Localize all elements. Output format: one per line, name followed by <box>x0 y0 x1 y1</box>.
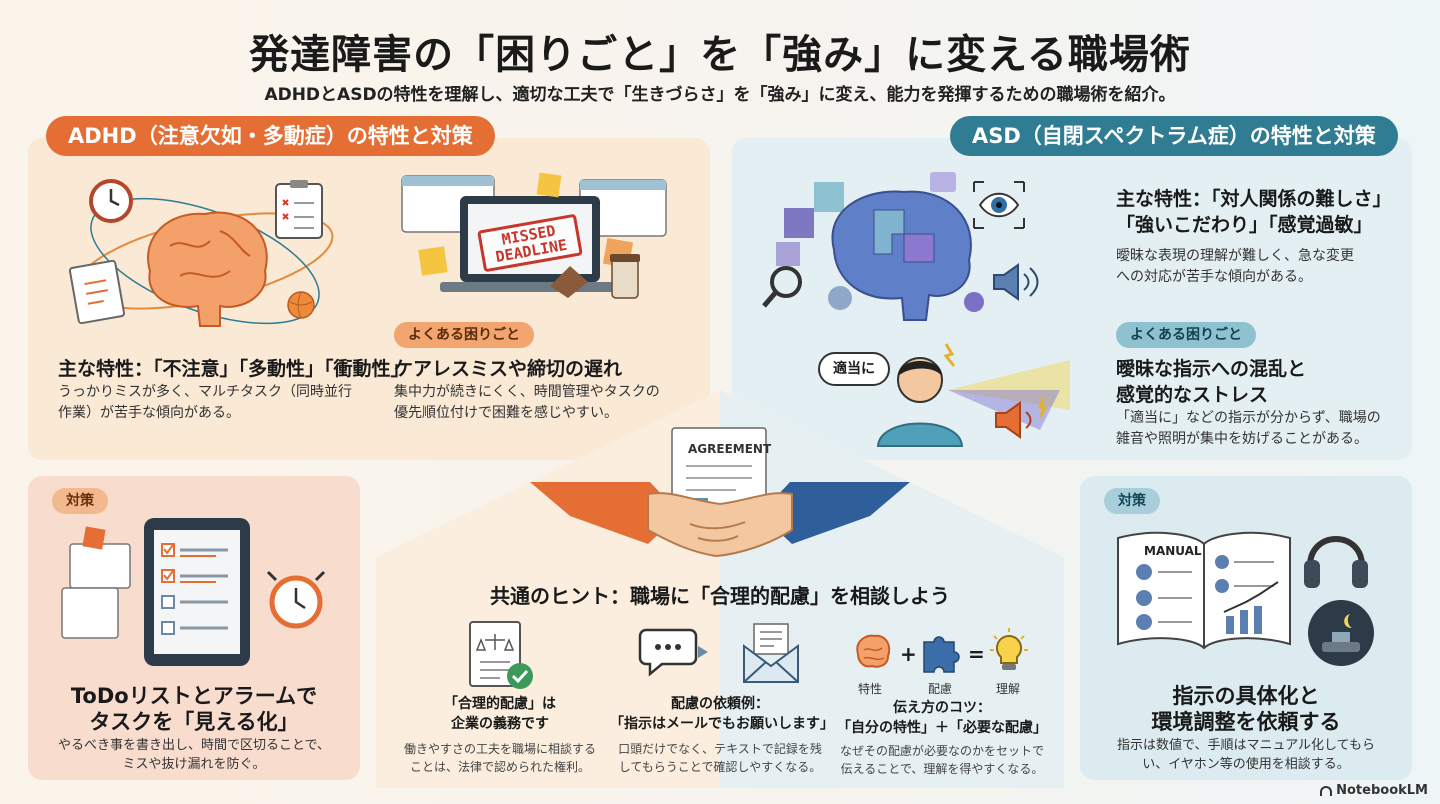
asd-measure-body-1: 指示は数値で、手順はマニュアル化してもら <box>1116 738 1376 753</box>
adhd-problem-body-1: 集中力が続きにくく、時間管理やタスクの <box>394 384 660 400</box>
asd-problem-title-2: 感覚的なストレス <box>1116 384 1269 406</box>
loud-speaker-icon <box>995 397 1048 439</box>
asd-trait-title-1: 主な特性：「対人関係の難しさ」 <box>1116 188 1392 210</box>
label-trait: 特性 <box>858 682 883 696</box>
legal-document-icon <box>469 621 533 689</box>
tip1-title-2: 企業の義務です <box>451 716 549 732</box>
common-heading: 共通のヒント：職場に「合理的配慮」を相談しよう <box>490 584 950 608</box>
asd-trait-body-2: への対応が苦手な傾向がある。 <box>1116 269 1312 285</box>
quiet-room-icon <box>1308 600 1374 666</box>
adhd-measure-badge: 対策 <box>52 488 108 514</box>
email-icon <box>743 623 799 683</box>
tip2-title-2: 「指示はメールでもお願いします」 <box>610 716 834 732</box>
asd-measure-body-2: い、イヤホン等の使用を相談する。 <box>1142 757 1350 772</box>
adhd-measure-body-2: ミスや抜け漏れを防ぐ。 <box>122 757 266 772</box>
adhd-measure-title-1: ToDoリストとアラームで <box>70 684 318 708</box>
speaker-icon <box>993 263 1039 301</box>
label-understanding: 理解 <box>996 682 1021 696</box>
adhd-section-tab: ADHD（注意欠如・多動症）の特性と対策 <box>46 116 495 156</box>
manual-label: MANUAL <box>1144 544 1202 558</box>
manual-book-illustration <box>1117 531 1291 650</box>
brand-text: NotebookLM <box>1336 783 1428 798</box>
brain-orbit-illustration <box>76 197 334 327</box>
asd-measure-badge: 対策 <box>1104 488 1160 514</box>
agreement-label: AGREEMENT <box>688 442 772 456</box>
checklist-clipboard-icon <box>275 180 323 239</box>
asd-section-tab: ASD（自閉スペクトラム症）の特性と対策 <box>950 116 1398 156</box>
handshake-illustration <box>530 427 910 558</box>
adhd-problem-badge: よくある困りごと <box>394 322 534 348</box>
puzzle-brain-illustration <box>762 172 984 321</box>
headphones-icon <box>1304 536 1368 588</box>
asd-problem-body-1: 「適当に」などの指示が分からず、職場の <box>1116 410 1381 426</box>
tip2-title-1: 配慮の依頼例： <box>671 696 769 712</box>
stressed-person-illustration <box>876 343 1070 447</box>
document-icon <box>68 259 126 325</box>
asd-measure-title-1: 指示の具体化と <box>1172 684 1320 708</box>
asd-trait-body-1: 曖昧な表現の理解が難しく、急な変更 <box>1116 248 1354 264</box>
clock-icon <box>89 179 133 223</box>
speech-bubble: 適当に <box>818 352 890 386</box>
speech-bubble-text: 適当に <box>833 361 875 377</box>
tablet-todo-illustration <box>61 518 326 666</box>
asd-problem-title-1: 曖昧な指示への混乱と <box>1116 358 1307 380</box>
asd-problem-body-2: 雑音や照明が集中を妨げることがある。 <box>1116 431 1368 447</box>
ball-icon <box>287 291 315 319</box>
adhd-trait-body-2: 作業）が苦手な傾向がある。 <box>58 405 240 421</box>
asd-problem-badge: よくある困りごと <box>1116 322 1256 348</box>
tip1-title-1: 「合理的配慮」は <box>444 696 556 712</box>
plus-sign: + <box>900 642 917 666</box>
page-title: 発達障害の「困りごと」を「強み」に変える職場術 <box>249 32 1191 78</box>
tip2-body-2: してもらうことで確認しやすくなる。 <box>618 760 822 774</box>
lightbulb-icon <box>990 628 1028 670</box>
adhd-measure-body-1: やるべき事を書き出し、時間で区切ることで、 <box>57 738 331 753</box>
tip3-title-1: 伝え方のコツ： <box>893 700 991 716</box>
tip3-title-2: 「自分の特性」＋「必要な配慮」 <box>837 720 1047 736</box>
tip1-body-1: 働きやすさの工夫を職場に相談する <box>403 742 596 756</box>
tip1-body-2: ことは、法律で認められた権利。 <box>409 760 590 774</box>
adhd-problem-body-2: 優先順位付けで困難を感じやすい。 <box>394 405 618 421</box>
brand-icon <box>1320 785 1333 796</box>
asd-trait-title-2: 「強いこだわり」「感覚過敏」 <box>1116 214 1373 236</box>
asd-measure-title-2: 環境調整を依頼する <box>1151 710 1341 734</box>
chat-bubble-icon <box>638 628 708 677</box>
small-brain-icon <box>856 634 891 668</box>
adhd-trait-title: 主な特性：「不注意」「多動性」「衝動性」 <box>58 358 410 380</box>
tip3-body-2: 伝えることで、理解を得やすくなる。 <box>840 762 1044 776</box>
label-consideration: 配慮 <box>928 682 953 696</box>
tip3-body-1: なぜその配慮が必要なのかをセットで <box>839 744 1044 758</box>
adhd-problem-title: ケアレスミスや締切の遅れ <box>394 358 623 380</box>
adhd-measure-title-2: タスクを「見える化」 <box>89 710 299 734</box>
puzzle-piece-icon <box>923 636 960 673</box>
page-subtitle: ADHDとASDの特性を理解し、適切な工夫で「生きづらさ」を「強み」に変え、能力… <box>264 85 1176 105</box>
adhd-trait-body-1: うっかりミスが多く、マルチタスク（同時並行 <box>58 384 352 400</box>
tip2-body-1: 口頭だけでなく、テキストで記録を残 <box>618 742 822 756</box>
equals-sign: = <box>968 642 985 666</box>
brand-logo: NotebookLM <box>1320 783 1428 798</box>
eye-icon <box>973 181 1025 229</box>
